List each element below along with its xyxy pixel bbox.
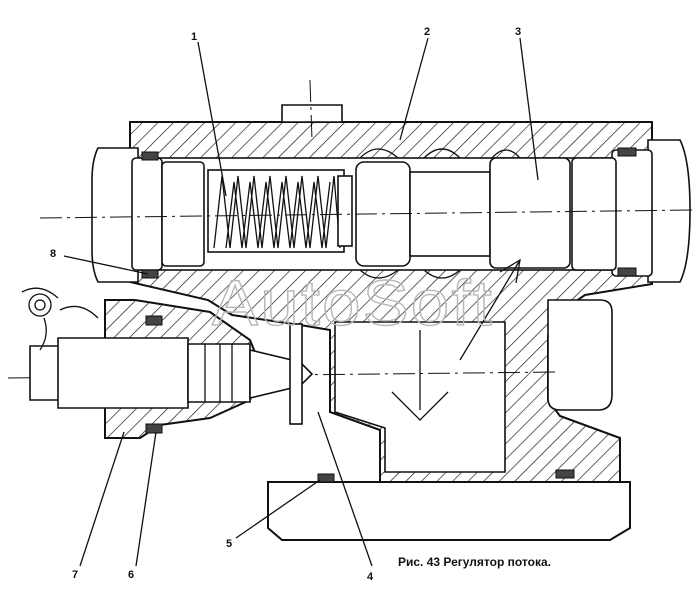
- base-plate: [267, 481, 631, 541]
- needle-valve-assembly: [29, 299, 314, 439]
- watermark: AutoSoft: [212, 267, 494, 339]
- callout-6: 6: [128, 569, 134, 581]
- spool-valve: [355, 148, 571, 279]
- flow-arrows: [391, 258, 521, 421]
- vertical-centerline: [309, 79, 313, 141]
- base-seal: [317, 473, 335, 483]
- callout-2: 2: [424, 26, 430, 38]
- base-seal-right: [555, 469, 575, 479]
- callout-5: 5: [226, 538, 232, 550]
- left-end-cap: [91, 147, 205, 283]
- callout-8: 8: [50, 248, 56, 260]
- spring: [207, 169, 353, 253]
- leader-lines: [63, 37, 539, 567]
- needle-centerline: [7, 371, 561, 379]
- callout-3: 3: [515, 26, 521, 38]
- callout-7: 7: [72, 569, 78, 581]
- figure-caption: Рис. 43 Регулятор потока.: [398, 555, 551, 569]
- wire-seal: [21, 287, 99, 351]
- callout-4: 4: [367, 571, 374, 583]
- right-end-cap: [571, 139, 691, 283]
- callout-1: 1: [191, 31, 197, 43]
- bore-centerline: [39, 209, 695, 219]
